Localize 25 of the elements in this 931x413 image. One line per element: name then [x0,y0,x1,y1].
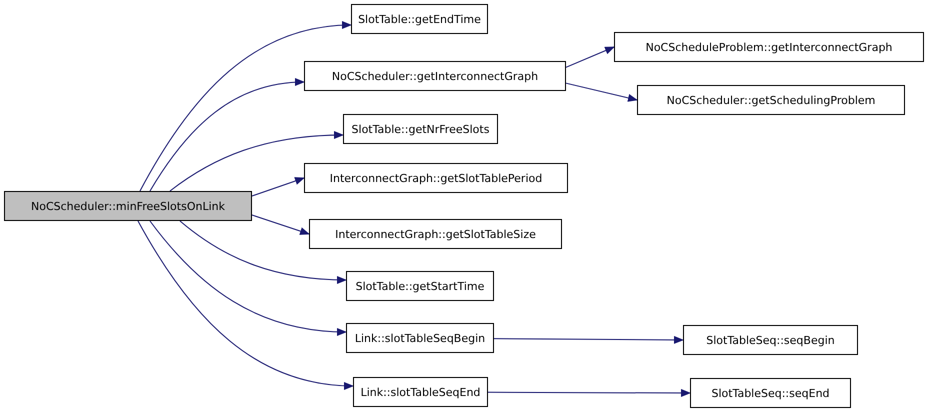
arrow [180,220,347,284]
arrow [150,78,305,192]
function-box: InterconnectGraph::getSlotTablePeriod [304,163,568,193]
arrow [140,22,352,192]
arrow [494,336,684,344]
arrow [150,220,347,336]
arrow [252,214,310,235]
arrow [566,82,638,102]
arrow [488,388,691,397]
function-box: SlotTable::getEndTime [351,4,488,34]
arrow [138,220,354,390]
function-box: NoCScheduler::getInterconnectGraph [304,61,566,91]
function-box: InterconnectGraph::getSlotTableSize [309,219,562,249]
function-box: SlotTable::getStartTime [346,271,494,301]
function-box: SlotTableSeq::seqBegin [683,325,858,355]
function-box: Link::slotTableSeqBegin [346,323,494,353]
function-box: Link::slotTableSeqEnd [353,377,488,407]
function-box: NoCScheduler::minFreeSlotsOnLink [4,191,252,221]
function-box: NoCScheduleProblem::getInterconnectGraph [614,32,924,62]
arrow [566,46,615,68]
function-box: NoCScheduler::getSchedulingProblem [637,85,905,115]
function-box: SlotTable::getNrFreeSlots [343,114,498,144]
arrow [252,177,305,196]
function-box: SlotTableSeq::seqEnd [690,378,851,408]
arrow [170,131,344,192]
